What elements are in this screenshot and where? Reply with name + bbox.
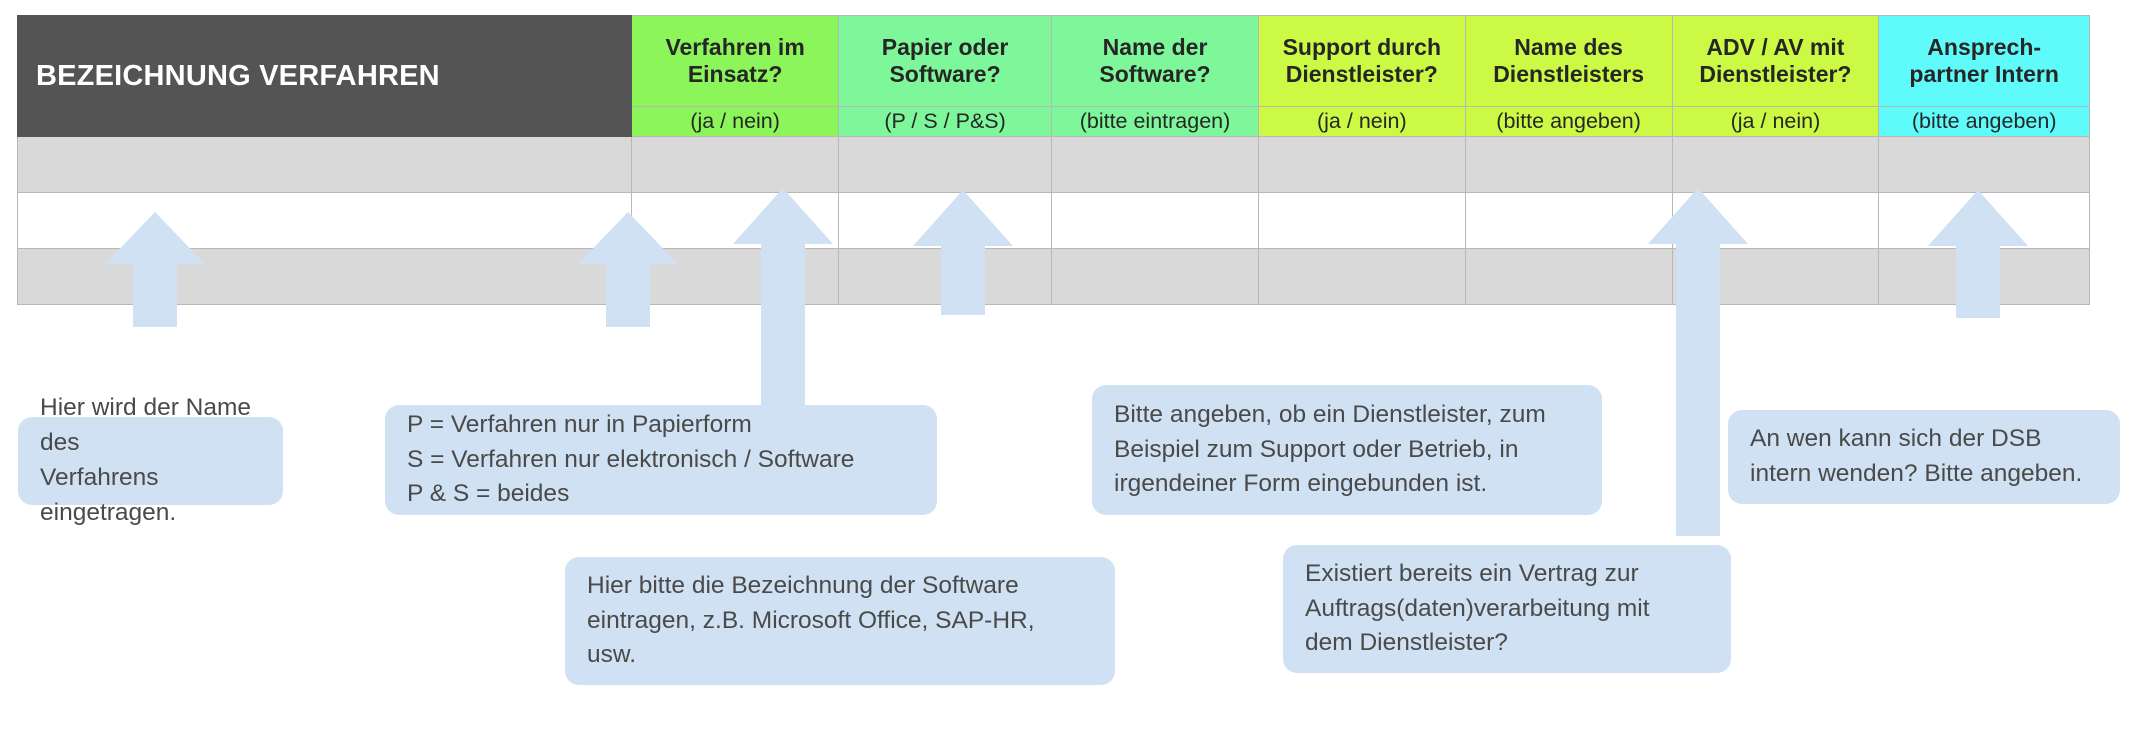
cell-0-7[interactable] bbox=[1878, 136, 2090, 193]
subheader-col-0: (ja / nein) bbox=[631, 106, 840, 137]
callout-name-verfahren: Hier wird der Name des Verfahrens einget… bbox=[18, 394, 283, 526]
arrow-up-name-software bbox=[733, 188, 833, 488]
subheader-col-4: (bitte angeben) bbox=[1464, 106, 1673, 137]
cell-0-4[interactable] bbox=[1257, 136, 1466, 193]
subheader-col-2: (bitte eintragen) bbox=[1051, 106, 1259, 137]
subheader-col-1: (P / S / P&S) bbox=[838, 106, 1053, 137]
callout-adv-av-text: Existiert bereits ein Vertrag zur Auftra… bbox=[1305, 559, 1650, 657]
verfahrensverzeichnis-table: BEZEICHNUNG VERFAHREN Verfahren im Einsa… bbox=[16, 15, 2090, 305]
header-col-5: ADV / AV mit Dienstleister? bbox=[1671, 15, 1880, 107]
cell-0-2[interactable] bbox=[838, 136, 1053, 193]
callout-support-dienstleister-text: Bitte angeben, ob ein Dienstleister, zum… bbox=[1114, 400, 1546, 498]
table-header-row: BEZEICHNUNG VERFAHREN Verfahren im Einsa… bbox=[16, 15, 2090, 137]
cell-0-1[interactable] bbox=[631, 136, 840, 193]
header-col-6-label: Ansprech- partner Intern bbox=[1909, 33, 2059, 87]
cell-0-0[interactable] bbox=[16, 136, 633, 193]
header-col-5-label: ADV / AV mit Dienstleister? bbox=[1699, 33, 1852, 87]
subheader-col-3: (ja / nein) bbox=[1257, 106, 1466, 137]
cell-0-6[interactable] bbox=[1671, 136, 1880, 193]
cell-1-4[interactable] bbox=[1257, 192, 1466, 249]
table-row[interactable] bbox=[16, 136, 2090, 193]
cell-2-5[interactable] bbox=[1464, 248, 1673, 305]
header-col-3-label: Support durch Dienstleister? bbox=[1282, 33, 1442, 87]
subheader-col-6: (bitte angeben) bbox=[1878, 106, 2090, 137]
cell-2-3[interactable] bbox=[1051, 248, 1259, 305]
subheader-col-5: (ja / nein) bbox=[1671, 106, 1880, 137]
cell-1-3[interactable] bbox=[1051, 192, 1259, 249]
header-col-0: Verfahren im Einsatz? bbox=[631, 15, 840, 107]
callout-papier-software-text: P = Verfahren nur in Papierform S = Verf… bbox=[407, 410, 855, 508]
header-col-4-label: Name des Dienstleisters bbox=[1493, 33, 1645, 87]
callout-papier-software: P = Verfahren nur in Papierform S = Verf… bbox=[385, 405, 937, 515]
header-col-2: Name der Software? bbox=[1051, 15, 1259, 107]
table-row[interactable] bbox=[16, 192, 2090, 249]
cell-1-5[interactable] bbox=[1464, 192, 1673, 249]
arrow-up-name-verfahren bbox=[105, 212, 205, 327]
cell-0-5[interactable] bbox=[1464, 136, 1673, 193]
header-col-2-label: Name der Software? bbox=[1099, 33, 1211, 87]
header-col-1-label: Papier oder Software? bbox=[881, 33, 1009, 87]
callout-adv-av: Existiert bereits ein Vertrag zur Auftra… bbox=[1283, 545, 1731, 673]
header-bezeichnung-verfahren: BEZEICHNUNG VERFAHREN bbox=[16, 15, 633, 137]
cell-0-3[interactable] bbox=[1051, 136, 1259, 193]
table-subheader-row: (ja / nein) (P / S / P&S) (bitte eintrag… bbox=[18, 106, 2090, 137]
header-col-3: Support durch Dienstleister? bbox=[1257, 15, 1466, 107]
callout-ansprechpartner-text: An wen kann sich der DSB intern wenden? … bbox=[1750, 425, 2083, 487]
callout-support-dienstleister: Bitte angeben, ob ein Dienstleister, zum… bbox=[1092, 385, 1602, 515]
callout-name-verfahren-text: Hier wird der Name des Verfahrens einget… bbox=[40, 394, 252, 526]
arrow-up-ansprechpartner bbox=[1928, 190, 2028, 318]
table-row[interactable] bbox=[16, 248, 2090, 305]
arrow-up-adv-av bbox=[1648, 188, 1748, 536]
header-col-1: Papier oder Software? bbox=[838, 15, 1053, 107]
cell-2-4[interactable] bbox=[1257, 248, 1466, 305]
header-col-4: Name des Dienstleisters bbox=[1464, 15, 1673, 107]
callout-name-software: Hier bitte die Bezeichnung der Software … bbox=[565, 557, 1115, 685]
callout-ansprechpartner: An wen kann sich der DSB intern wenden? … bbox=[1728, 410, 2120, 504]
callout-name-software-text: Hier bitte die Bezeichnung der Software … bbox=[587, 571, 1035, 669]
header-col-6: Ansprech- partner Intern bbox=[1878, 15, 2090, 107]
arrow-up-papier-software bbox=[578, 212, 678, 327]
arrow-up-support bbox=[913, 190, 1013, 315]
cell-1-0[interactable] bbox=[16, 192, 633, 249]
header-col-0-label: Verfahren im Einsatz? bbox=[665, 33, 805, 87]
